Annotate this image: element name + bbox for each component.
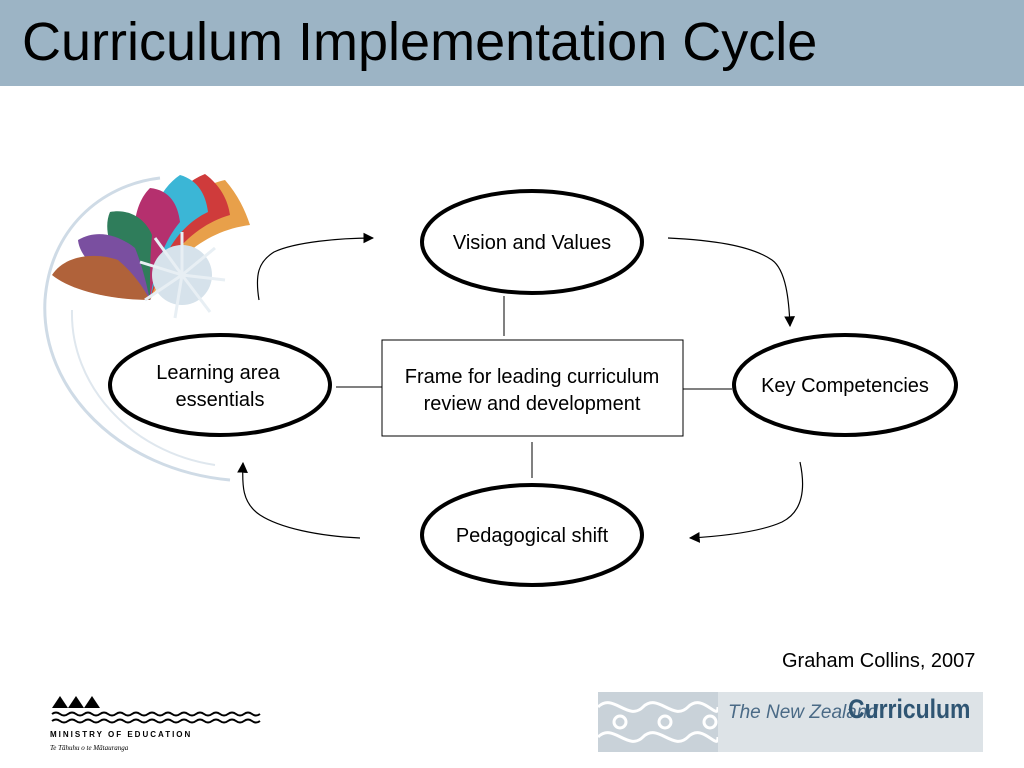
arrow-bottom-to-left [237,461,361,539]
node-learning-label-line1: Learning area [156,362,280,384]
kowhaiwhai-pattern-icon [598,692,718,752]
node-learning-area-essentials [108,333,332,437]
center-label-line1: Frame for leading curriculum [405,366,660,388]
nzc-banner: The New Zealand Curriculum [598,692,983,752]
arrow-left-to-top [256,232,375,301]
cycle-arrows [237,232,804,543]
node-key-competencies-label: Key Competencies [761,375,929,397]
arrow-top-to-right [667,237,796,328]
node-vision-label: Vision and Values [453,232,611,254]
center-frame-box [381,339,684,437]
node-pedagogical-shift [420,483,644,587]
node-key-competencies [732,333,958,437]
ministry-name: MINISTRY OF EDUCATION [50,730,193,739]
node-vision-and-values [420,189,644,295]
arrow-right-to-bottom [688,461,804,543]
nzc-main: Curriculum [848,694,971,724]
center-label-line2: review and development [424,393,641,415]
ministry-subtitle: Te Tāhuhu o te Mātauranga [50,744,129,752]
ministry-mountains-icon [51,696,261,724]
nzc-prefix: The New Zealand [728,702,878,723]
node-learning-label-line2: essentials [176,389,265,411]
connector-lines [336,296,732,478]
title-bar: Curriculum Implementation Cycle [0,0,1024,86]
slide-title: Curriculum Implementation Cycle [22,12,818,72]
citation: Graham Collins, 2007 [782,650,976,672]
koru-spiral-icon [43,174,250,482]
node-pedagogical-label: Pedagogical shift [456,525,609,547]
